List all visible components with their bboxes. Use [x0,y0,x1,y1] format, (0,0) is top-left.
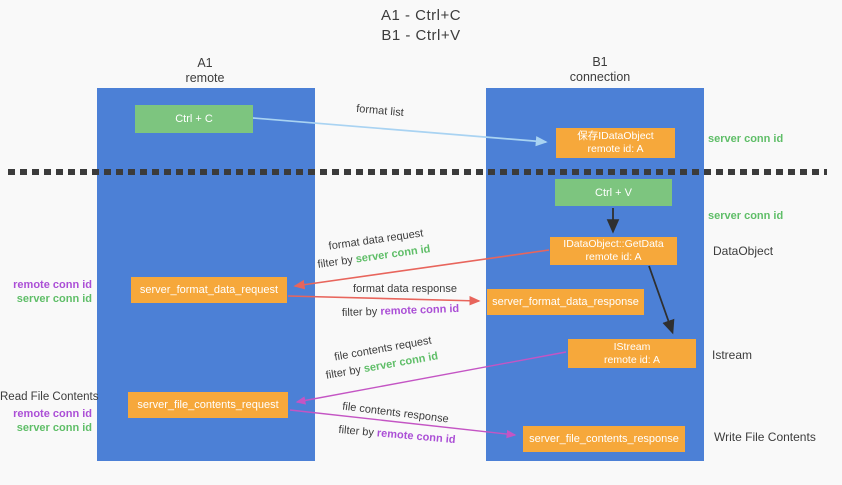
filter-by-text: filter by [316,253,357,271]
right-label-write-file-contents: Write File Contents [714,430,816,444]
filter-by-text: filter by [341,305,381,320]
arrow-format-data-response [287,295,481,306]
right-label-server-conn-id-mid: server conn id [708,210,784,222]
node-ctrl-c-label: Ctrl + C [175,113,213,125]
node-format-request-label: server_format_data_request [139,284,279,296]
edge-label-format-data-response-filter: filter by remote conn id [318,302,483,320]
node-istream-line1: IStream [613,340,651,353]
column-b1-name: B1 [592,55,608,69]
right-label-istream: Istream [712,348,753,362]
right-label-dataobject: DataObject [713,244,774,258]
left-label-server-conn-id-file: server conn id [16,422,92,434]
node-istream-line2: remote id: A [603,353,661,366]
node-ctrl-c: Ctrl + C [135,105,253,133]
node-file-response-label: server_file_contents_response [529,433,679,445]
column-header-a1: A1 remote [155,56,255,86]
remote-conn-id-key: remote conn id [376,427,456,447]
remote-conn-id-key: remote conn id [380,302,460,318]
title-line-1: A1 - Ctrl+C [380,7,462,24]
node-save-idataobject-line2: remote id: A [587,143,644,155]
left-label-remote-conn-id-file: remote conn id [13,408,92,420]
left-label-read-file-contents: Read File Contents [0,391,99,403]
edge-label-format-data-response: format data response [353,283,457,295]
node-file-request-label: server_file_contents_request [137,399,279,411]
right-label-server-conn-id-top: server conn id [708,133,784,145]
edge-label-format-list: format list [355,102,405,120]
node-getdata-line1: IDataObject::GetData [563,238,664,250]
node-server-file-contents-response: server_file_contents_response [523,426,685,452]
machine-boundary-dashed-line [8,169,827,175]
node-getdata-line2: remote id: A [585,251,642,263]
node-save-idataobject-line1: 保存IDataObject [577,130,654,142]
column-header-b1: B1 connection [550,55,650,85]
node-server-format-data-request: server_format_data_request [131,277,287,303]
node-ctrl-v-label: Ctrl + V [595,186,632,199]
node-server-format-data-response: server_format_data_response [487,289,644,315]
filter-by-text: filter by [324,363,365,382]
left-label-remote-conn-id-format: remote conn id [13,279,92,291]
column-b1-subtitle: connection [569,70,631,84]
node-istream: IStream remote id: A [568,339,696,368]
diagram-title: A1 - Ctrl+C B1 - Ctrl+V [301,6,541,46]
left-label-server-conn-id-format: server conn id [16,293,92,305]
column-a1-name: A1 [197,56,213,70]
column-a1-subtitle: remote [185,71,225,85]
node-format-response-label: server_format_data_response [492,296,639,308]
title-line-2: B1 - Ctrl+V [381,27,461,44]
node-ctrl-v: Ctrl + V [555,179,672,206]
node-server-file-contents-request: server_file_contents_request [128,392,288,418]
node-idataobject-getdata: IDataObject::GetData remote id: A [550,237,677,265]
filter-by-text: filter by [338,423,378,440]
node-save-idataobject: 保存IDataObject remote id: A [556,128,675,158]
